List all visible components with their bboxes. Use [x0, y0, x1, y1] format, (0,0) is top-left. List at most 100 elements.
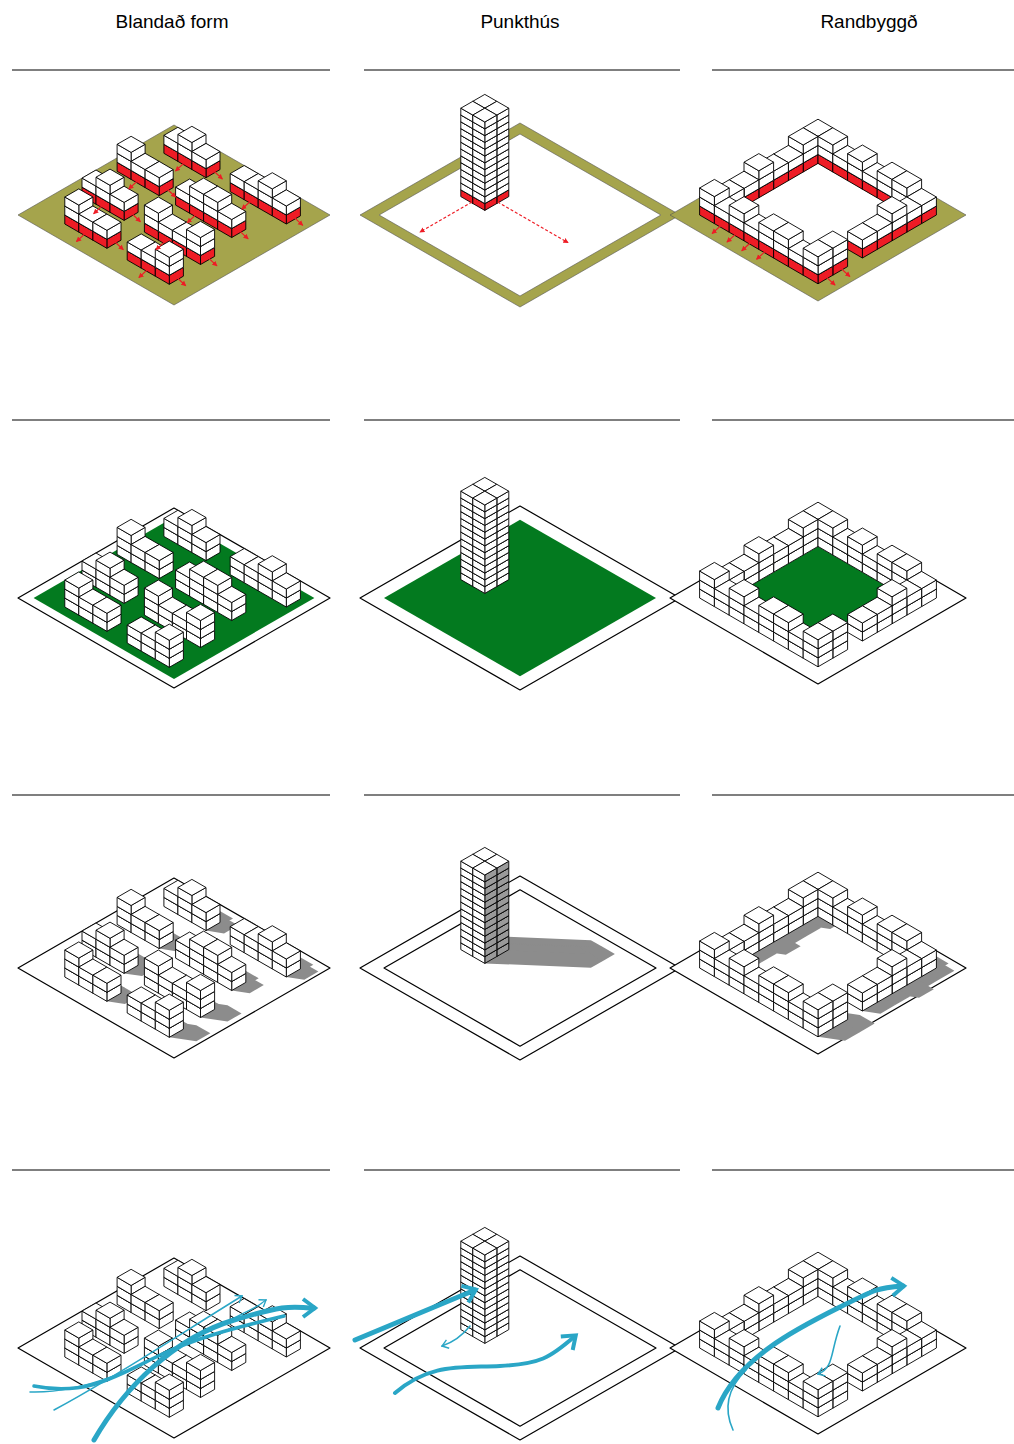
building-roof: [187, 604, 215, 620]
plot-ground: [18, 125, 330, 305]
building-roof: [892, 554, 922, 571]
building-roof: [892, 171, 922, 188]
building-roof: [192, 1277, 220, 1293]
building-roof: [65, 942, 93, 958]
building-roof: [155, 241, 183, 257]
building-roof: [110, 939, 138, 955]
building-roof: [204, 569, 232, 585]
plot-outline: [18, 1258, 330, 1438]
building-roof: [848, 898, 878, 915]
building-roof: [788, 128, 818, 145]
building-roof: [848, 606, 878, 623]
shadows: [700, 899, 955, 1041]
building-roof: [258, 926, 286, 942]
wind-arrow: [54, 1296, 242, 1410]
building-roof: [774, 975, 804, 992]
building-roof: [848, 976, 878, 993]
building-roof: [65, 572, 93, 588]
building-roof: [144, 197, 172, 213]
plot-outline: [18, 878, 330, 1058]
building-roof: [848, 223, 878, 240]
plot-outline: [360, 506, 680, 690]
building-roof: [144, 1330, 172, 1346]
scene: [18, 878, 330, 1058]
access-arrow: [208, 258, 217, 266]
access-arrow: [77, 234, 86, 242]
building-roof: [65, 189, 93, 205]
plot-outline: [360, 876, 680, 1060]
building-roof: [187, 221, 215, 237]
building-roof: [145, 1295, 173, 1311]
building-roof: [803, 240, 833, 257]
building-roof: [178, 879, 206, 895]
building-roof: [155, 1374, 183, 1390]
rule-line: [12, 1169, 330, 1170]
building-roof: [155, 624, 183, 640]
building-roof: [473, 861, 497, 875]
building-roof: [744, 537, 774, 554]
scene: [355, 1227, 680, 1440]
building-roof: [788, 511, 818, 528]
building-roof: [96, 1302, 124, 1318]
wind-arrow: [94, 1307, 314, 1440]
building-roof: [218, 956, 246, 972]
building-roof: [729, 580, 759, 597]
building-roof: [117, 889, 145, 905]
building-roof: [272, 573, 300, 589]
building-roof: [155, 994, 183, 1010]
access-arrow: [156, 242, 165, 250]
scene: [360, 847, 680, 1060]
rule-line: [364, 419, 680, 420]
access-arrow: [167, 189, 176, 197]
rule-line: [712, 69, 1014, 70]
building-roof: [218, 203, 246, 219]
plot-ground: [360, 123, 680, 307]
building-roof: [818, 881, 848, 898]
building-roof: [110, 186, 138, 202]
access-arrow: [214, 171, 223, 179]
scene: [360, 477, 680, 690]
building-roof: [93, 214, 121, 230]
building-roof: [473, 491, 497, 505]
building-roof: [892, 924, 922, 941]
scene: [670, 119, 966, 301]
building-roof: [700, 179, 730, 196]
access-arrow: [826, 277, 835, 285]
building-roof: [774, 605, 804, 622]
access-arrow: [294, 217, 303, 225]
building-roof: [110, 569, 138, 585]
scene: [18, 1258, 330, 1440]
access-arrow: [139, 270, 148, 278]
building-roof: [117, 1269, 145, 1285]
rule-line: [712, 794, 1014, 795]
building-roof: [729, 197, 759, 214]
scene: [670, 872, 966, 1054]
access-arrow: [498, 202, 568, 243]
inner-plot-outline: [384, 1270, 656, 1426]
building-roof: [65, 1322, 93, 1338]
access-arrow: [757, 251, 766, 259]
inner-plot: [379, 134, 661, 296]
building-roof: [803, 623, 833, 640]
wind-arrows: [30, 1296, 314, 1440]
scene: [18, 508, 330, 688]
building-roof: [96, 552, 124, 568]
green-space: [729, 546, 907, 649]
building-roof: [93, 1347, 121, 1363]
building-roof: [729, 950, 759, 967]
building-roof: [218, 586, 246, 602]
shadows: [65, 898, 319, 1041]
building-roof: [877, 580, 907, 597]
building-roof: [272, 1323, 300, 1339]
building-roof: [145, 161, 173, 177]
plot-outline: [360, 1256, 680, 1440]
building-roof: [700, 932, 730, 949]
building-roof: [187, 974, 215, 990]
building-roof: [187, 1354, 215, 1370]
building-roof: [774, 222, 804, 239]
building-roof: [700, 562, 730, 579]
access-arrows: [420, 202, 568, 243]
rule-line: [712, 1169, 1014, 1170]
access-arrow: [420, 202, 472, 232]
